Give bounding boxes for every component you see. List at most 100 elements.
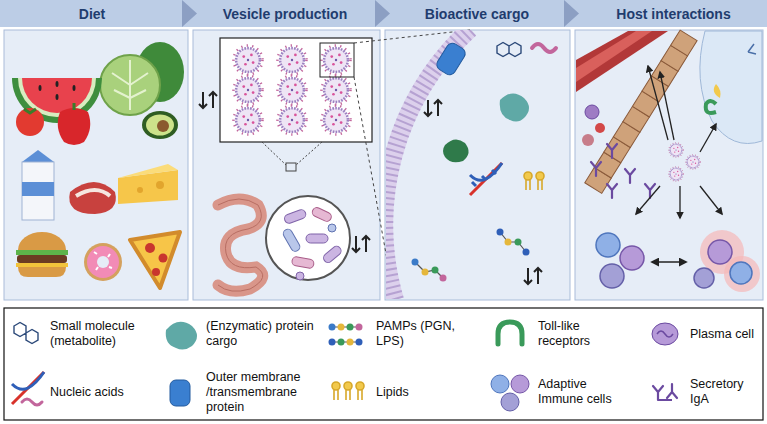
illustration-path xyxy=(218,199,263,291)
illustration-circle xyxy=(97,256,109,268)
illustration-circle xyxy=(137,187,143,193)
illustration-ellipse xyxy=(56,81,59,87)
illustration-rect xyxy=(322,245,343,265)
illustration-polygon xyxy=(130,232,180,288)
illustration-use xyxy=(625,169,635,183)
illustration-path xyxy=(73,103,76,110)
illustration-path xyxy=(636,186,660,214)
illustration-path xyxy=(700,124,716,152)
illustration-path xyxy=(706,101,716,113)
illustration-use xyxy=(278,106,307,135)
header-chevron: Vesicle production xyxy=(194,0,376,27)
illustration-path xyxy=(748,44,756,54)
illustration-circle xyxy=(585,105,599,119)
illustration-use xyxy=(645,184,655,198)
illustration-ellipse xyxy=(146,115,174,136)
illustration-path xyxy=(12,372,44,404)
illustration-circle xyxy=(159,254,168,263)
illustration-circle xyxy=(497,229,504,236)
illustration-rect xyxy=(311,206,333,223)
illustration-path xyxy=(334,390,338,400)
illustration-ellipse xyxy=(142,111,178,139)
illustration-g xyxy=(332,382,364,400)
illustration-path xyxy=(470,163,502,186)
illustration-circle xyxy=(412,259,419,266)
header-band xyxy=(0,0,767,27)
illustration-rect xyxy=(435,41,468,77)
illustration-path xyxy=(386,30,470,299)
illustration-circle xyxy=(432,267,439,274)
illustration-circle xyxy=(422,269,429,276)
illustration-rect xyxy=(575,30,763,300)
illustration-use xyxy=(234,46,263,75)
illustration-rect xyxy=(17,255,67,263)
legend-text: Toll-like receptors xyxy=(538,319,630,349)
illustration-polygon xyxy=(22,150,54,162)
illustration-circle xyxy=(84,243,122,281)
illustration-path xyxy=(18,232,66,250)
illustration-circle xyxy=(491,375,509,393)
illustration-path xyxy=(69,182,116,214)
illustration-path xyxy=(524,268,542,284)
illustration-polygon xyxy=(118,170,178,204)
illustration-circle xyxy=(724,256,760,292)
legend-text: Secretory IgA xyxy=(690,377,756,407)
illustration-polygon xyxy=(564,0,579,27)
illustration-circle xyxy=(329,339,336,346)
illustration-circle xyxy=(328,224,336,232)
illustration-path xyxy=(76,190,110,196)
illustration-use xyxy=(607,184,617,198)
illustration-circle xyxy=(16,108,44,136)
illustration-rect xyxy=(193,30,380,300)
illustration-path xyxy=(700,186,722,214)
illustration-path xyxy=(22,78,92,113)
illustration-use xyxy=(278,76,307,105)
illustration-path xyxy=(24,109,36,113)
illustration-path xyxy=(526,180,530,190)
illustration-use xyxy=(669,167,683,181)
illustration-path xyxy=(470,163,502,195)
illustration-rect xyxy=(291,256,314,269)
pamp-chain xyxy=(412,229,530,282)
illustration-use xyxy=(607,144,617,158)
illustration-path xyxy=(352,236,370,252)
illustration-circle xyxy=(156,181,164,189)
illustration-circle xyxy=(347,339,354,346)
illustration-circle xyxy=(347,324,354,331)
header-text: Bioactive cargo xyxy=(425,6,529,22)
illustration-use xyxy=(322,76,351,105)
illustration-circle xyxy=(582,134,594,146)
illustration-circle xyxy=(87,246,119,278)
illustration-circle xyxy=(595,123,605,133)
legend-text: Plasma cell xyxy=(690,327,756,342)
illustration-circle xyxy=(440,275,447,282)
illustration-circle xyxy=(523,249,530,256)
header-chevron: Host interactions xyxy=(580,0,767,27)
panels xyxy=(4,30,763,300)
illustration-path xyxy=(500,232,526,252)
illustration-path xyxy=(500,93,529,121)
illustration-path xyxy=(714,84,721,98)
illustration-circle xyxy=(356,382,364,390)
illustration-circle xyxy=(152,268,160,276)
illustration-rect xyxy=(283,208,307,224)
illustration-circle xyxy=(515,239,522,246)
illustration-rect xyxy=(0,0,767,27)
illustration-circle xyxy=(501,393,519,411)
illustration-path xyxy=(415,262,443,278)
header-text: Diet xyxy=(79,6,105,22)
illustration-circle xyxy=(266,196,350,280)
illustration-polygon xyxy=(118,164,178,178)
illustration-circle xyxy=(730,262,752,284)
illustration-use xyxy=(591,162,601,176)
illustration-g xyxy=(585,30,697,193)
illustration-path xyxy=(22,399,42,405)
illustration-path xyxy=(538,180,542,190)
legend-text: Small molecule (metabolite) xyxy=(50,319,150,349)
illustration-rect xyxy=(22,162,54,220)
illustration-use xyxy=(667,384,677,398)
illustration-path xyxy=(386,30,470,299)
legend-text: Outer membrane /transmembrane protein xyxy=(206,370,324,415)
